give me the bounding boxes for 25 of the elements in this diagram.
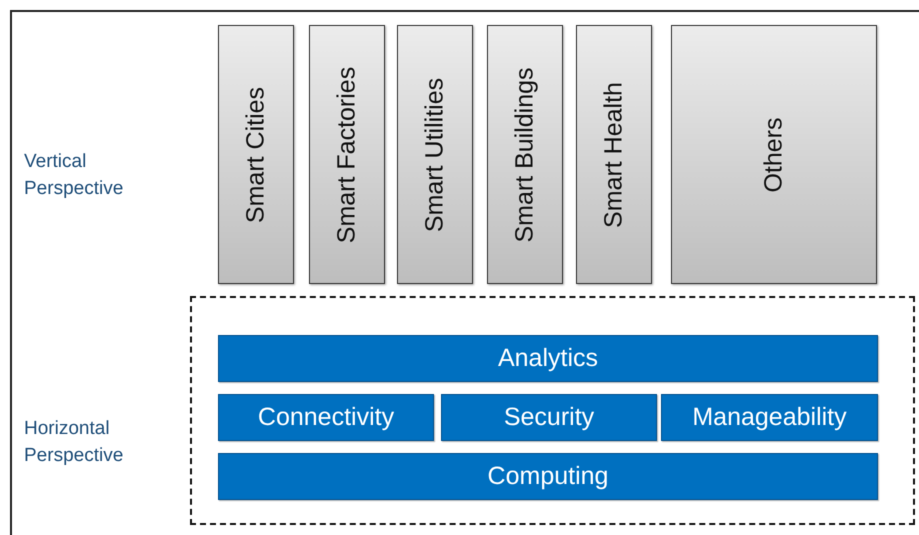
layer-bar <box>218 335 878 382</box>
layer-bar <box>441 394 657 441</box>
sector-column <box>309 25 385 284</box>
layer-bar <box>218 453 878 500</box>
layer-bar <box>218 394 434 441</box>
sector-column <box>487 25 563 284</box>
layer-bar <box>661 394 878 441</box>
column-label: Smart Health <box>600 82 628 228</box>
dashed-group-box <box>190 296 915 525</box>
layer-label: Analytics <box>498 344 598 373</box>
sector-column <box>671 25 877 284</box>
layer-label: Computing <box>488 462 608 491</box>
sector-column <box>218 25 294 284</box>
column-label: Others <box>760 116 788 192</box>
layer-label: Connectivity <box>258 403 394 432</box>
side-label: Horizontal Perspective <box>24 417 124 468</box>
column-label: Smart Buildings <box>510 66 540 242</box>
layer-label: Security <box>504 403 594 432</box>
side-label: Vertical Perspective <box>24 150 124 201</box>
column-label: Smart Cities <box>242 86 270 223</box>
sector-column <box>576 25 652 284</box>
layer-label: Manageability <box>692 403 847 432</box>
column-label: Smart Utilities <box>420 77 450 232</box>
sector-column <box>397 25 473 284</box>
column-label: Smart Factories <box>332 66 362 243</box>
